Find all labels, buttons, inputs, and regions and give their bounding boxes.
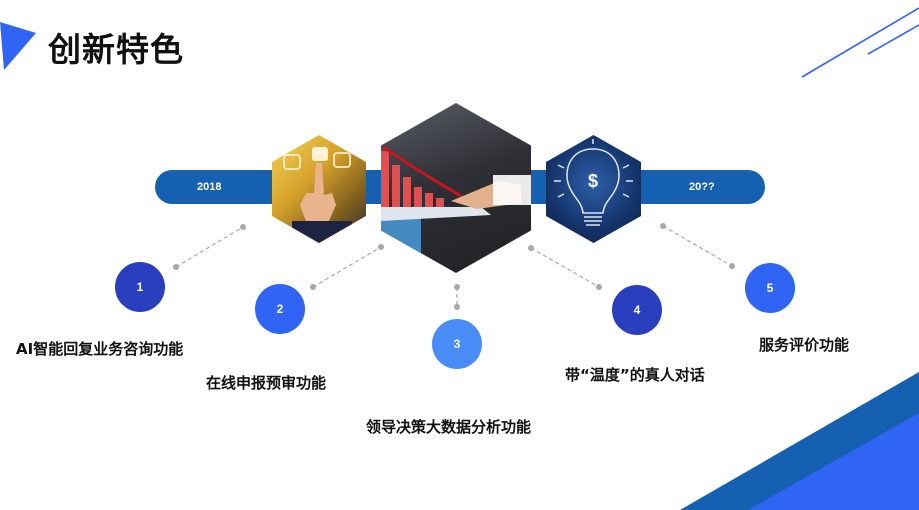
feature-number-2: 2	[255, 284, 305, 334]
feature-label-5: 服务评价功能	[759, 336, 850, 354]
feature-label-2: 在线申报预审功能	[206, 374, 327, 392]
corner-shape-bright	[748, 413, 919, 510]
connectors	[175, 225, 733, 307]
lightbulb-dollar-icon: $	[554, 139, 633, 226]
page-title: 创新特色	[48, 30, 184, 69]
feature-label-3: 领导决策大数据分析功能	[366, 418, 532, 436]
decor-line	[801, 7, 919, 78]
feature-label-1: AI智能回复业务咨询功能	[16, 340, 184, 358]
timeline-start-label: 2018	[197, 181, 222, 193]
feature-number-4: 4	[612, 285, 662, 335]
feature-label-4: 带“温度”的真人对话	[565, 366, 705, 384]
svg-text:$: $	[588, 171, 598, 191]
feature-number-1: 1	[115, 262, 165, 312]
timeline-end-label: 20??	[689, 181, 715, 193]
feature-number-3: 3	[432, 319, 482, 369]
chart-tablet-icon	[381, 145, 531, 273]
decor-line	[867, 24, 919, 55]
connector-dots	[173, 223, 735, 310]
feature-number-5: 5	[745, 263, 795, 313]
corner-triangle-icon	[0, 22, 36, 70]
